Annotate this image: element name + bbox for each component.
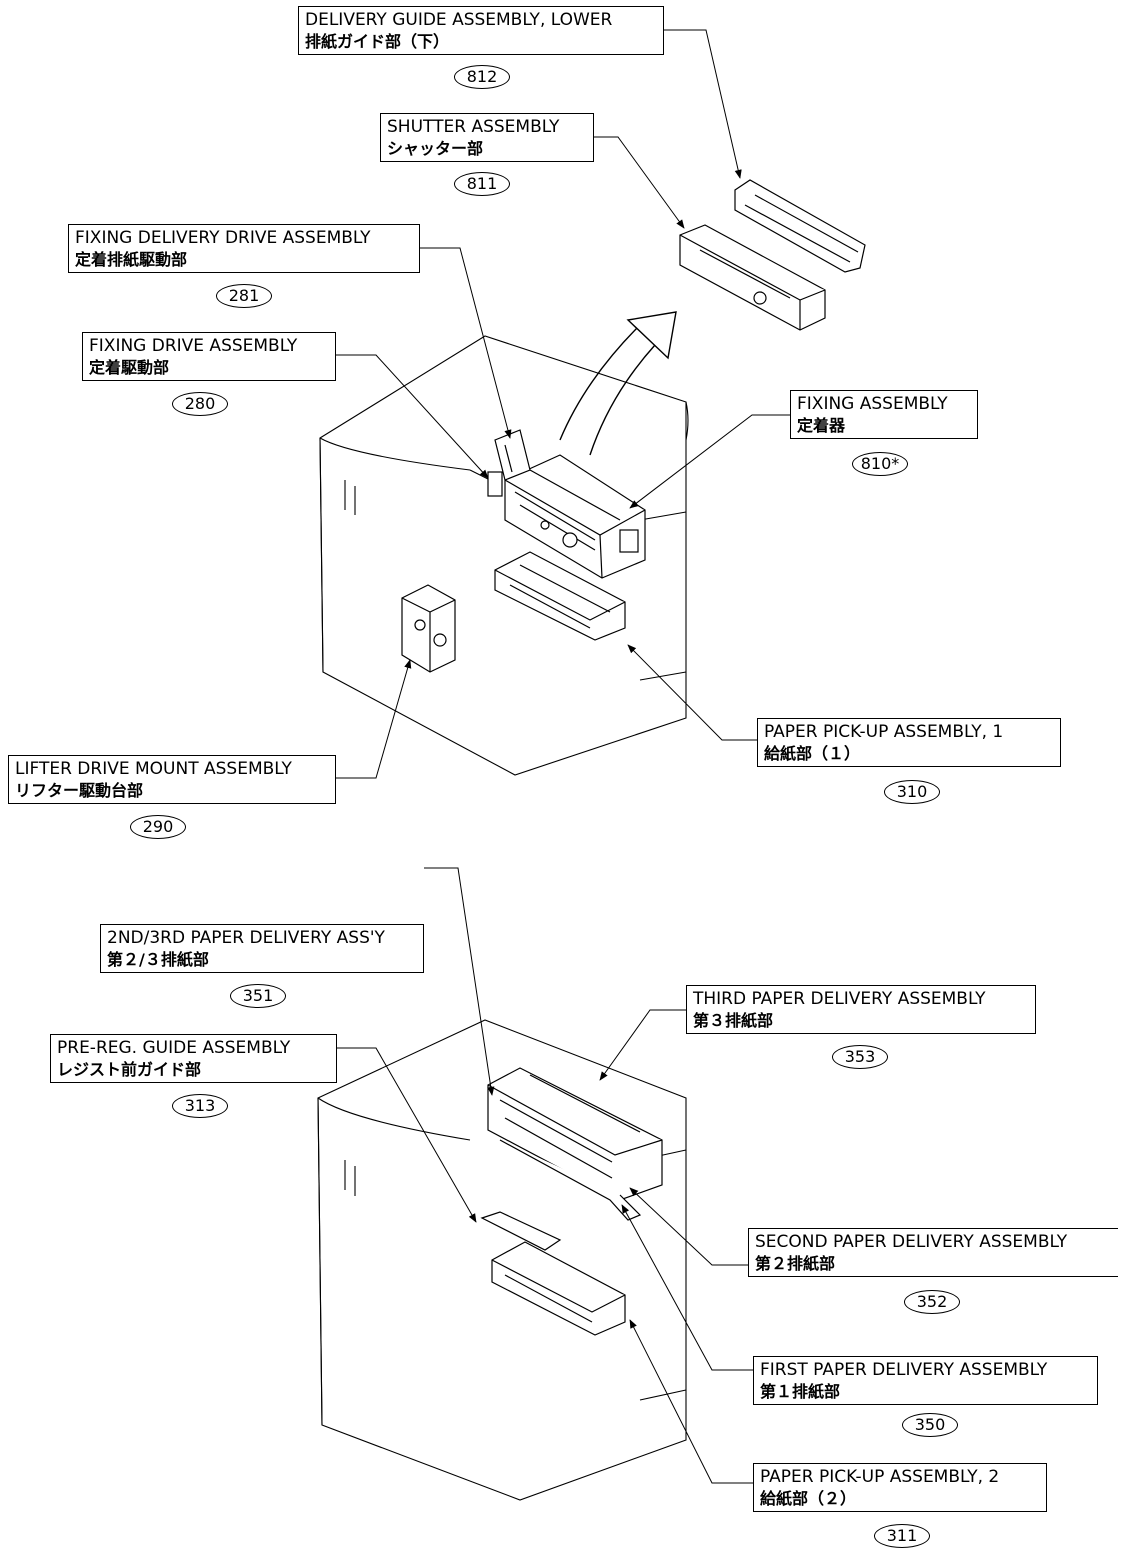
reference-number: 281 bbox=[216, 284, 272, 308]
label-japanese: 第２排紙部 bbox=[755, 1254, 836, 1273]
callout-label: PAPER PICK-UP ASSEMBLY, 1 給紙部（１） bbox=[757, 718, 1061, 767]
reference-number: 310 bbox=[884, 780, 940, 804]
label-english: THIRD PAPER DELIVERY ASSEMBLY bbox=[693, 989, 986, 1009]
callout-label: FIXING DRIVE ASSEMBLY 定着駆動部 bbox=[82, 332, 336, 381]
lift-out-arrow bbox=[559, 311, 677, 456]
label-english: 2ND/3RD PAPER DELIVERY ASS'Y bbox=[107, 928, 385, 948]
label-english: FIXING DELIVERY DRIVE ASSEMBLY bbox=[75, 228, 371, 248]
reference-number: 812 bbox=[454, 65, 510, 89]
reference-number: 810* bbox=[852, 452, 908, 476]
label-japanese: 第２/３排紙部 bbox=[107, 950, 209, 969]
label-english: DELIVERY GUIDE ASSEMBLY, LOWER bbox=[305, 10, 613, 30]
label-english: SHUTTER ASSEMBLY bbox=[387, 117, 560, 137]
label-japanese: シャッター部 bbox=[387, 139, 484, 158]
reference-number: 353 bbox=[832, 1045, 888, 1069]
callout-label: 2ND/3RD PAPER DELIVERY ASS'Y 第２/３排紙部 bbox=[100, 924, 424, 973]
label-japanese: 第１排紙部 bbox=[760, 1382, 841, 1401]
printer-body-lower bbox=[317, 1019, 687, 1501]
label-english: PRE-REG. GUIDE ASSEMBLY bbox=[57, 1038, 291, 1058]
label-japanese: レジスト前ガイド部 bbox=[57, 1060, 202, 1079]
printer-body-upper bbox=[319, 335, 689, 776]
callout-label: SECOND PAPER DELIVERY ASSEMBLY 第２排紙部 bbox=[748, 1228, 1118, 1277]
lifter-drive-part bbox=[401, 584, 456, 673]
callout-label: FIXING DELIVERY DRIVE ASSEMBLY 定着排紙駆動部 bbox=[68, 224, 420, 273]
callout-label: LIFTER DRIVE MOUNT ASSEMBLY リフター駆動台部 bbox=[8, 755, 336, 804]
label-japanese: リフター駆動台部 bbox=[15, 781, 144, 800]
label-english: SECOND PAPER DELIVERY ASSEMBLY bbox=[755, 1232, 1068, 1252]
reference-number: 280 bbox=[172, 392, 228, 416]
callout-label: FIRST PAPER DELIVERY ASSEMBLY 第１排紙部 bbox=[753, 1356, 1098, 1405]
label-japanese: 給紙部（２） bbox=[760, 1489, 857, 1508]
paper-pickup-2-part bbox=[491, 1241, 626, 1336]
reference-number: 290 bbox=[130, 815, 186, 839]
label-japanese: 排紙ガイド部（下） bbox=[305, 32, 450, 51]
label-english: FIXING ASSEMBLY bbox=[797, 394, 948, 414]
label-english: PAPER PICK-UP ASSEMBLY, 2 bbox=[760, 1467, 1000, 1487]
label-english: FIRST PAPER DELIVERY ASSEMBLY bbox=[760, 1360, 1048, 1380]
label-japanese: 第３排紙部 bbox=[693, 1011, 774, 1030]
callout-label: FIXING ASSEMBLY 定着器 bbox=[790, 390, 978, 439]
label-english: LIFTER DRIVE MOUNT ASSEMBLY bbox=[15, 759, 292, 779]
shutter-part bbox=[679, 224, 826, 331]
label-japanese: 定着排紙駆動部 bbox=[75, 250, 188, 269]
pre-reg-guide-part bbox=[480, 1211, 562, 1251]
fixing-drive-part bbox=[487, 429, 531, 497]
callout-label: PAPER PICK-UP ASSEMBLY, 2 給紙部（２） bbox=[753, 1463, 1047, 1512]
label-english: PAPER PICK-UP ASSEMBLY, 1 bbox=[764, 722, 1004, 742]
callout-label: THIRD PAPER DELIVERY ASSEMBLY 第３排紙部 bbox=[686, 985, 1036, 1034]
label-english: FIXING DRIVE ASSEMBLY bbox=[89, 336, 298, 356]
paper-delivery-part bbox=[487, 1067, 663, 1221]
reference-number: 311 bbox=[874, 1524, 930, 1548]
reference-number: 313 bbox=[172, 1094, 228, 1118]
label-japanese: 定着駆動部 bbox=[89, 358, 170, 377]
callout-label: DELIVERY GUIDE ASSEMBLY, LOWER 排紙ガイド部（下） bbox=[298, 6, 664, 55]
fixing-assembly-part bbox=[504, 454, 646, 579]
callout-label: SHUTTER ASSEMBLY シャッター部 bbox=[380, 113, 594, 162]
paper-pickup-1-part bbox=[494, 551, 626, 641]
leader-lines bbox=[336, 29, 790, 1484]
reference-number: 350 bbox=[902, 1413, 958, 1437]
callout-label: PRE-REG. GUIDE ASSEMBLY レジスト前ガイド部 bbox=[50, 1034, 337, 1083]
reference-number: 351 bbox=[230, 984, 286, 1008]
label-japanese: 給紙部（１） bbox=[764, 744, 861, 763]
reference-number: 811 bbox=[454, 172, 510, 196]
reference-number: 352 bbox=[904, 1290, 960, 1314]
label-japanese: 定着器 bbox=[797, 416, 846, 435]
delivery-guide-lower-part bbox=[734, 179, 866, 273]
